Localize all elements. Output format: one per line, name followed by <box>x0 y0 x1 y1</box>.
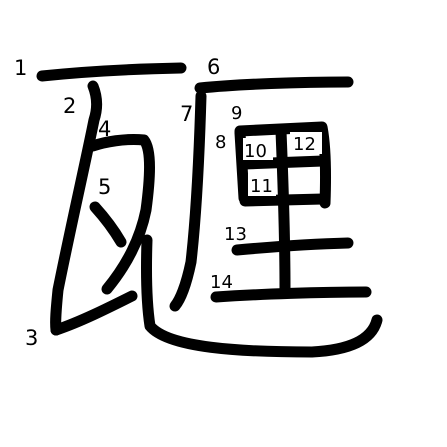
stroke-number-7: 7 <box>180 102 193 126</box>
stroke-15 <box>140 234 383 358</box>
stroke-number-11: 11 <box>250 176 273 197</box>
stroke-6 <box>194 76 354 94</box>
stroke-number-10-backdrop <box>243 138 273 160</box>
stroke-5 <box>89 201 127 248</box>
stroke-number-11-backdrop <box>248 174 276 196</box>
stroke-number-2: 2 <box>63 94 76 118</box>
stroke-number-14: 14 <box>210 272 233 293</box>
stroke-number-8: 8 <box>215 132 226 153</box>
stroke-3 <box>50 290 138 336</box>
stroke-number-1: 1 <box>14 56 27 80</box>
stroke-number-12: 12 <box>293 134 316 155</box>
stroke-number-5: 5 <box>98 175 111 199</box>
stroke-number-6: 6 <box>207 55 220 79</box>
stroke-number-12-backdrop <box>290 132 322 154</box>
stroke-2 <box>50 80 102 336</box>
stroke-12 <box>275 125 291 294</box>
stroke-number-4: 4 <box>98 117 111 141</box>
stroke-14 <box>210 286 372 303</box>
stroke-1 <box>36 62 187 82</box>
stroke-number-10: 10 <box>244 141 267 162</box>
stroke-number-3: 3 <box>25 326 38 350</box>
stroke-13 <box>231 237 354 256</box>
stroke-number-13: 13 <box>224 224 247 245</box>
stroke-7 <box>169 90 207 312</box>
stroke-4 <box>87 134 155 295</box>
stroke-number-9: 9 <box>231 103 242 124</box>
